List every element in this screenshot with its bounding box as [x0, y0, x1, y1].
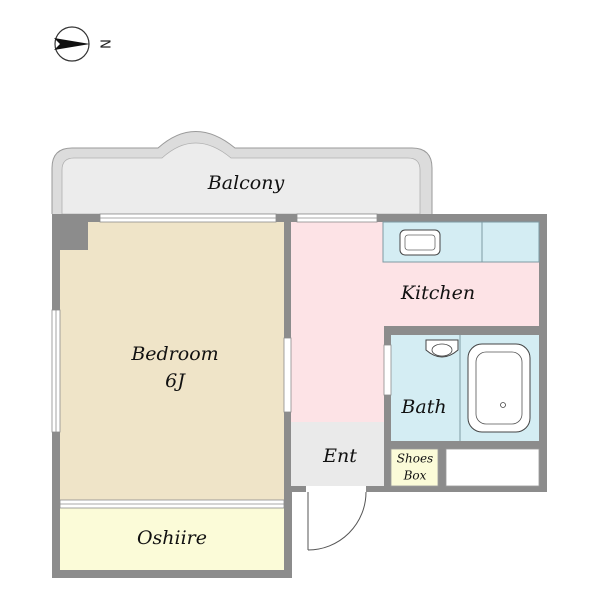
shoes-box-label-line2: Box	[403, 469, 427, 483]
bedroom-label: Bedroom	[130, 343, 218, 365]
bedroom-size-label: 6J	[165, 370, 186, 392]
compass-label: N	[97, 39, 112, 49]
kitchen-label: Kitchen	[400, 282, 475, 304]
storage-cabinet	[445, 448, 540, 487]
column	[52, 214, 88, 250]
bedroom-door	[283, 337, 292, 413]
bath-door	[383, 344, 392, 396]
entrance-door-gap	[306, 486, 366, 492]
kitchen-sink-icon	[399, 229, 441, 256]
shoes-box-label-line1: Shoes	[397, 452, 433, 466]
balcony-label: Balcony	[207, 172, 285, 194]
bath-label: Bath	[400, 396, 446, 418]
bathtub-inner	[475, 351, 523, 425]
entrance-floor	[291, 430, 384, 486]
shoes-box	[390, 448, 439, 487]
wash-basin-icon	[425, 339, 459, 358]
entrance-door-swing	[307, 491, 367, 551]
kitchen-floor-lower	[291, 326, 384, 422]
entrance-opening	[291, 422, 384, 430]
wash-basin-bowl	[431, 343, 453, 357]
bedroom-floor	[60, 222, 284, 500]
balcony-floor	[61, 142, 421, 215]
bathtub-icon	[467, 343, 531, 433]
entrance-label: Ent	[322, 445, 357, 467]
oshiire-label: Oshiire	[137, 527, 207, 549]
kitchen-sink-basin	[404, 234, 436, 251]
north-arrow-icon	[54, 38, 90, 50]
compass: N	[54, 26, 112, 62]
bathtub-drain	[500, 402, 506, 408]
oshiire-floor	[60, 508, 284, 570]
